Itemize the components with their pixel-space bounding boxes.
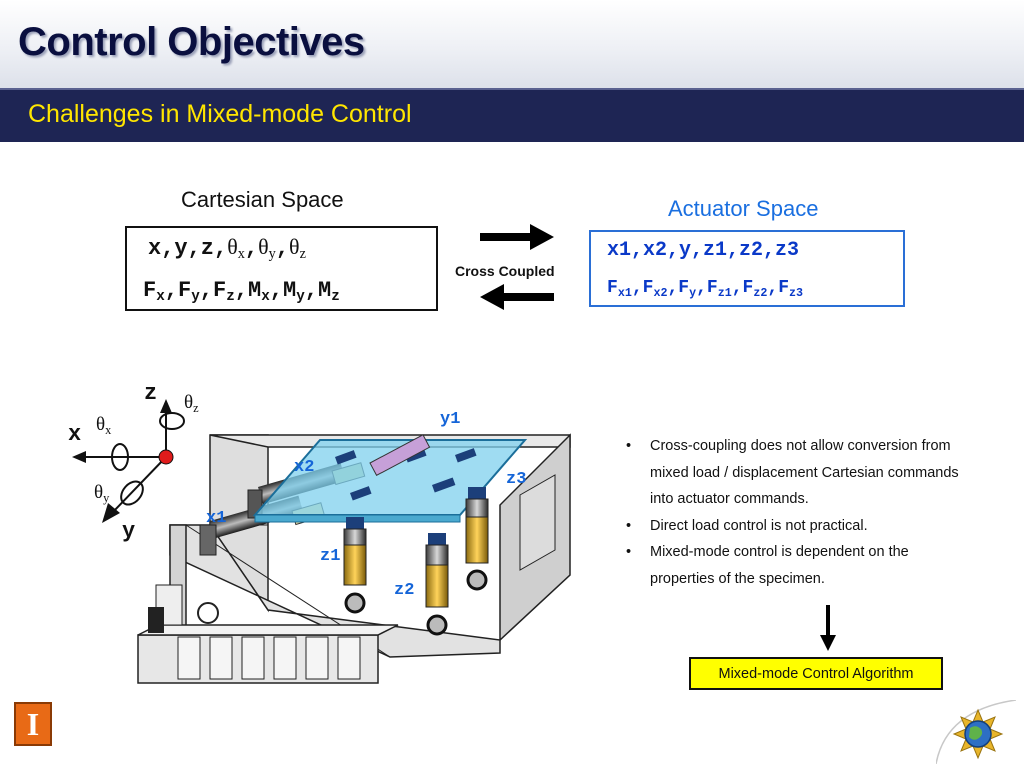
actuator-space-label: Actuator Space <box>668 196 819 221</box>
variable-segment: z1 <box>717 286 732 300</box>
variable-segment: ,M <box>234 278 262 303</box>
actuator-z1 <box>343 517 367 614</box>
theta-y-label: θy <box>94 482 110 505</box>
mixed-mode-algorithm-box: Mixed-mode Control Algorithm <box>689 657 943 690</box>
page-title: Control Objectives <box>18 20 365 64</box>
variable-segment: x,y,z, <box>148 236 228 261</box>
variable-segment: z3 <box>789 286 804 300</box>
actuator-x1-label: x1 <box>206 509 227 528</box>
variable-segment: x <box>261 289 270 305</box>
actuator-space-box <box>589 230 905 307</box>
variable-segment: ,F <box>731 278 754 298</box>
coordinate-axes <box>72 399 185 523</box>
variable-segment: z <box>226 289 235 305</box>
frame-step <box>519 474 556 571</box>
variable-segment: z <box>299 246 306 262</box>
variable-segment: θ <box>289 234 300 259</box>
variable-segment: ,F <box>631 278 654 298</box>
university-logo-icon: I <box>14 702 52 746</box>
variable-segment: x2 <box>653 286 668 300</box>
cartesian-displacement-vars: x,y,z,θx,θy,θz <box>148 234 306 263</box>
variable-segment: x1,x2,y,z1,z2,z3 <box>607 239 800 262</box>
variable-segment: ,F <box>164 278 192 303</box>
theta-x-label: θx <box>96 414 112 437</box>
variable-segment: ,M <box>269 278 297 303</box>
globe-gear-icon <box>936 700 1016 764</box>
axis-x-label: x <box>68 422 82 447</box>
variable-segment: y <box>268 246 276 262</box>
bullet-item: Direct load control is not practical. <box>626 513 976 540</box>
subtitle-band <box>0 88 1024 142</box>
arrow-left-icon <box>480 284 554 310</box>
variable-segment: F <box>143 278 157 303</box>
actuator-y1 <box>369 434 431 477</box>
variable-segment: y <box>689 286 697 300</box>
cartesian-space-label: Cartesian Space <box>181 187 344 212</box>
arrow-right-icon <box>480 224 554 250</box>
variable-segment: y <box>296 289 305 305</box>
variable-segment: ,F <box>767 278 789 298</box>
actuator-x2-label: x2 <box>294 458 315 477</box>
variable-segment: ,F <box>199 278 227 303</box>
actuator-force-vars: Fx1,Fx2,Fy,Fz1,Fz2,Fz3 <box>607 276 803 300</box>
actuator-displacement-vars: x1,x2,y,z1,z2,z3 <box>607 238 799 262</box>
actuator-z1-label: z1 <box>320 547 341 566</box>
hydraulic-manifold <box>137 584 399 684</box>
actuator-z2-label: z2 <box>394 581 415 600</box>
variable-segment: θ <box>258 234 269 259</box>
variable-segment: x <box>156 289 165 305</box>
cross-coupled-label: Cross Coupled <box>455 263 555 279</box>
variable-segment: x <box>237 246 245 262</box>
cartesian-space-box <box>125 226 438 311</box>
cartesian-force-vars: Fx,Fy,Fz,Mx,My,Mz <box>143 276 340 305</box>
variable-segment: , <box>275 236 290 261</box>
test-rig-diagram <box>72 399 571 684</box>
variable-segment: y <box>191 289 200 305</box>
axis-z-label: z <box>144 381 158 406</box>
variable-segment: z2 <box>753 286 768 300</box>
page-subtitle: Challenges in Mixed-mode Control <box>28 100 412 128</box>
variable-segment: ,F <box>667 278 690 298</box>
bullet-item: Cross-coupling does not allow conversion… <box>626 433 976 513</box>
variable-segment: ,F <box>696 278 718 298</box>
theta-z-label: θz <box>184 392 199 415</box>
variable-segment: , <box>244 236 259 261</box>
title-band <box>0 0 1024 88</box>
actuator-z2 <box>425 533 449 636</box>
variable-segment: ,M <box>304 278 332 303</box>
axis-y-label: y <box>122 519 136 544</box>
actuator-z3 <box>465 487 489 591</box>
actuator-z3-label: z3 <box>506 470 527 489</box>
variable-segment: F <box>607 278 618 298</box>
variable-segment: θ <box>227 234 238 259</box>
bullet-list: Cross-coupling does not allow conversion… <box>626 433 976 592</box>
variable-segment: x1 <box>617 286 632 300</box>
arrow-down-icon <box>820 605 836 651</box>
bullet-item: Mixed-mode control is dependent on the p… <box>626 539 976 592</box>
actuator-y1-label: y1 <box>440 410 461 429</box>
variable-segment: z <box>331 289 340 305</box>
coupling-arrows <box>480 224 554 310</box>
